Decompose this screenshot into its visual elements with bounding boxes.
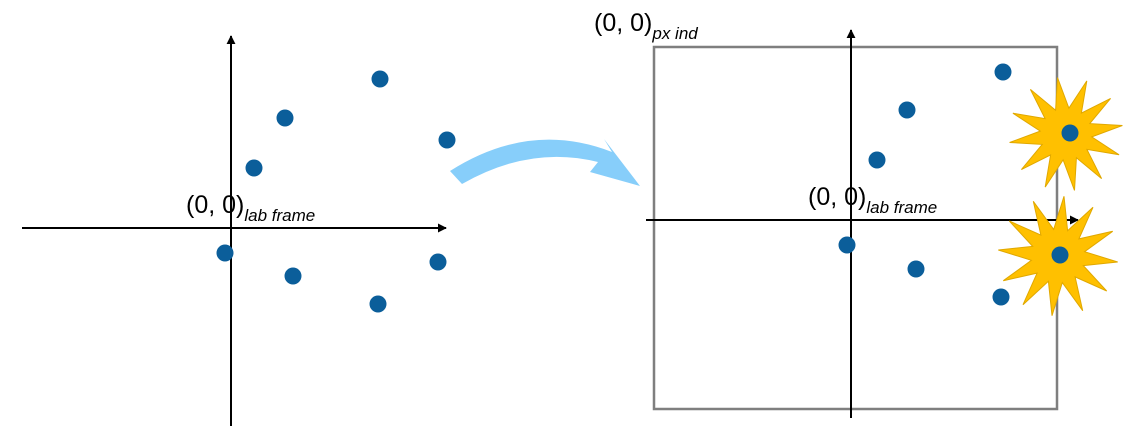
left-origin-label: (0, 0)lab frame	[186, 191, 315, 225]
left-point	[429, 253, 447, 271]
right-point	[994, 63, 1012, 81]
right-point	[1061, 124, 1079, 142]
pixel-origin-label: (0, 0)px ind	[594, 9, 698, 43]
right-point	[992, 288, 1010, 306]
right-pixel-frame: (0, 0)lab frame (0, 0)px ind	[594, 9, 1123, 418]
left-origin-label-main: (0, 0)	[186, 191, 244, 219]
right-point	[838, 236, 856, 254]
left-point	[438, 131, 456, 149]
right-point	[898, 101, 916, 119]
transform-arrow-shape	[450, 139, 640, 186]
right-origin-label-main: (0, 0)	[808, 183, 866, 211]
left-origin-label-sub: lab frame	[244, 206, 315, 225]
right-point	[907, 260, 925, 278]
right-point	[1051, 246, 1069, 264]
left-point	[245, 159, 263, 177]
right-origin-label: (0, 0)lab frame	[808, 183, 937, 217]
right-origin-label-sub: lab frame	[866, 198, 937, 217]
left-point	[284, 267, 302, 285]
left-lab-frame: (0, 0)lab frame	[22, 35, 456, 426]
left-point	[371, 70, 389, 88]
pixel-frame-border	[652, 45, 1059, 411]
pixel-origin-label-sub: px ind	[651, 24, 698, 43]
right-point	[868, 151, 886, 169]
transform-arrow-icon	[450, 139, 640, 186]
left-point	[369, 295, 387, 313]
left-point	[276, 109, 294, 127]
left-point	[216, 244, 234, 262]
pixel-origin-label-main: (0, 0)	[594, 9, 652, 37]
